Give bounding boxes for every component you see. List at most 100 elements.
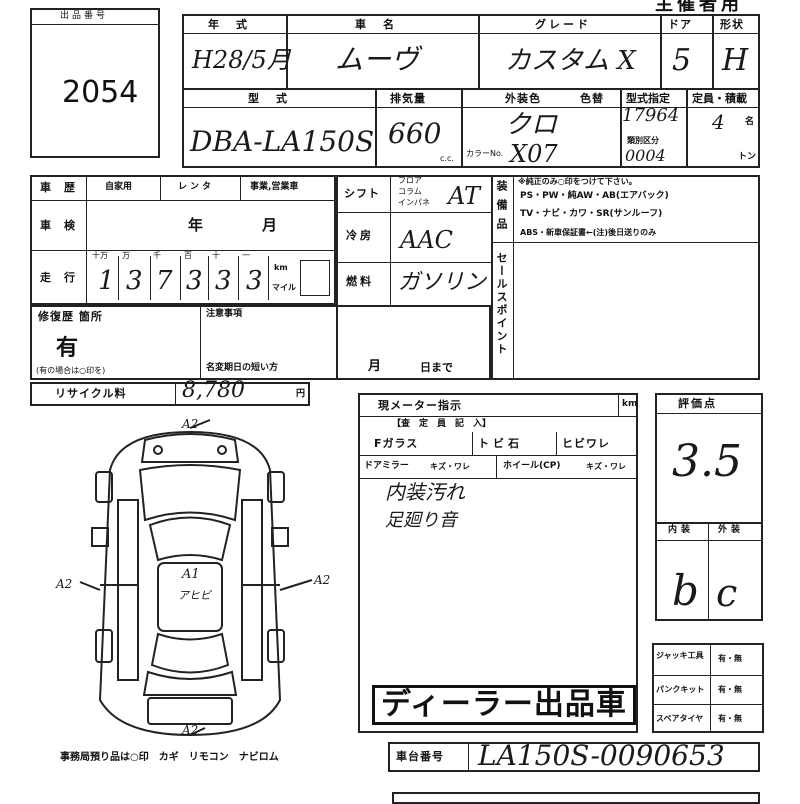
- hibiware-label: ヒビワレ: [562, 437, 610, 450]
- category-value: 0004: [625, 146, 666, 165]
- category-label: 類別区分: [627, 136, 659, 145]
- inspection-year: 年: [188, 216, 204, 234]
- history-table: [30, 175, 336, 305]
- door-value: 5: [672, 43, 692, 78]
- tool-value-puncture-kit: 有・無: [718, 685, 742, 694]
- shift-option-panel: インパネ: [398, 198, 430, 207]
- windshield: [148, 516, 232, 562]
- tool-label-puncture-kit: パンクキット: [656, 685, 705, 694]
- tool-label-spare-tire: スペアタイヤ: [656, 714, 704, 723]
- bottom-strip: [392, 792, 760, 804]
- wheel-rear-left: [95, 629, 113, 663]
- short-change-label: 名変期日の短い方: [206, 363, 279, 373]
- notes-label: 注意事項: [206, 309, 243, 319]
- mileage-digit: 3: [186, 266, 203, 296]
- rear-window: [150, 632, 230, 674]
- notes-month: 月: [368, 359, 382, 374]
- recycle-fee-unit: 円: [296, 389, 306, 399]
- year-label: 年 式: [208, 18, 250, 31]
- damage-mark-left: A2: [56, 577, 73, 591]
- inspector-title: 【査 定 員 記 入】: [392, 419, 492, 429]
- rating-label: 評価点: [678, 397, 717, 410]
- interior-label: 内装: [668, 525, 695, 535]
- mileage-unit-100k: 十万: [92, 251, 108, 260]
- damage-mark-rear: A2: [182, 723, 199, 737]
- mileage-unit-1: 一: [242, 251, 250, 260]
- left-side-panel: [117, 499, 139, 681]
- grade-value: カスタム X: [505, 46, 636, 76]
- fuel-label: 燃料: [346, 275, 374, 288]
- inspector-table: [358, 393, 638, 733]
- left-mirror: [91, 527, 109, 547]
- model-label: 型 式: [248, 92, 290, 105]
- right-side-panel: [241, 499, 263, 681]
- history-option-business: 事業,営業車: [250, 182, 299, 192]
- right-mirror: [271, 527, 289, 547]
- year-value: H28/5月: [192, 46, 291, 74]
- history-option-rental: レンタ: [178, 182, 215, 192]
- mileage-digit: 3: [215, 266, 232, 296]
- damage-mark-front: A2: [182, 417, 199, 431]
- equipment-table: [336, 175, 760, 380]
- ac-value: AAC: [400, 226, 454, 254]
- equip-note: ※純正のみ○印をつけて下さい。: [518, 177, 637, 186]
- exterior-value: c: [716, 571, 738, 615]
- wheel-damage: キズ・ワレ: [586, 462, 626, 471]
- inspector-comment-2: 足廻り音: [385, 510, 457, 531]
- roof-note-1: A1: [182, 567, 200, 582]
- damage-mark-right: A2: [314, 573, 331, 587]
- car-name-value: ムーヴ: [335, 43, 420, 76]
- repair-history-value: 有: [56, 336, 79, 361]
- wheel-front-left: [95, 471, 113, 503]
- tobiishi-label: トビ石: [478, 437, 523, 450]
- door-label: ドア: [668, 18, 692, 31]
- type-designation-value: 17964: [622, 105, 680, 126]
- ext-color-label: 外装色: [505, 92, 541, 105]
- equip-line-2: TV・ナビ・カワ・SR(サンルーフ): [520, 209, 663, 219]
- f-glass-label: Fガラス: [374, 437, 419, 450]
- lot-number-box: [30, 8, 160, 158]
- fuel-value: ガソリン: [398, 270, 487, 295]
- equip-line-3: ABS・新車保証書←(注)後日送りのみ: [520, 228, 657, 237]
- tool-value-spare-tire: 有・無: [718, 714, 742, 723]
- dealer-stamp: ディーラー出品車: [372, 685, 636, 725]
- mileage-digit: 7: [156, 266, 173, 296]
- shift-option-column: コラム: [398, 187, 422, 196]
- chassis-number-value: LA150S-0090653: [478, 739, 725, 772]
- sales-point-label: セールスポイント: [495, 252, 508, 356]
- wheel-label: ホイール(CP): [503, 461, 561, 471]
- tool-label-jack: ジャッキ工具: [656, 651, 704, 660]
- roof-note-2: アヒビ: [178, 589, 211, 602]
- wheel-rear-right: [267, 629, 285, 663]
- km-label: km: [274, 263, 288, 272]
- mileage-digit: 3: [126, 266, 143, 296]
- equipment-label: 装備品: [495, 180, 508, 237]
- mileage-unit-10: 十: [212, 251, 220, 260]
- meter-unit: km: [622, 399, 638, 409]
- recycle-fee-value: 8,780: [182, 378, 245, 403]
- notes-day: 日まで: [420, 361, 453, 374]
- inspector-comment-1: 内装汚れ: [385, 480, 465, 504]
- car-outline: [98, 430, 282, 737]
- capacity-unit: 名: [745, 117, 755, 127]
- paint-change-label: 色替: [580, 92, 604, 105]
- rating-table: [655, 393, 763, 621]
- shift-label: シフト: [344, 187, 380, 200]
- lot-number: 2054: [62, 75, 139, 110]
- chassis-number-label: 車台番号: [396, 750, 444, 763]
- displacement-value: 660: [388, 117, 442, 150]
- recycle-fee-box: [30, 382, 310, 406]
- trunk: [142, 670, 238, 696]
- meter-label: 現メーター指示: [378, 399, 462, 412]
- door-mirror-label: ドアミラー: [364, 461, 409, 471]
- door-mirror-damage: キズ・ワレ: [430, 462, 470, 471]
- color-no-label: カラーNo.: [466, 149, 504, 158]
- mileage-check-box: [300, 260, 330, 296]
- capacity-label: 定員・積載: [692, 92, 747, 105]
- mile-label: マイル: [272, 283, 296, 292]
- mileage-unit-100: 百: [184, 251, 192, 260]
- type-designation-label: 型式指定: [626, 92, 670, 105]
- form-title: 主催者用: [655, 0, 743, 15]
- mileage-digit: 1: [98, 266, 115, 296]
- load-unit: トン: [738, 152, 757, 162]
